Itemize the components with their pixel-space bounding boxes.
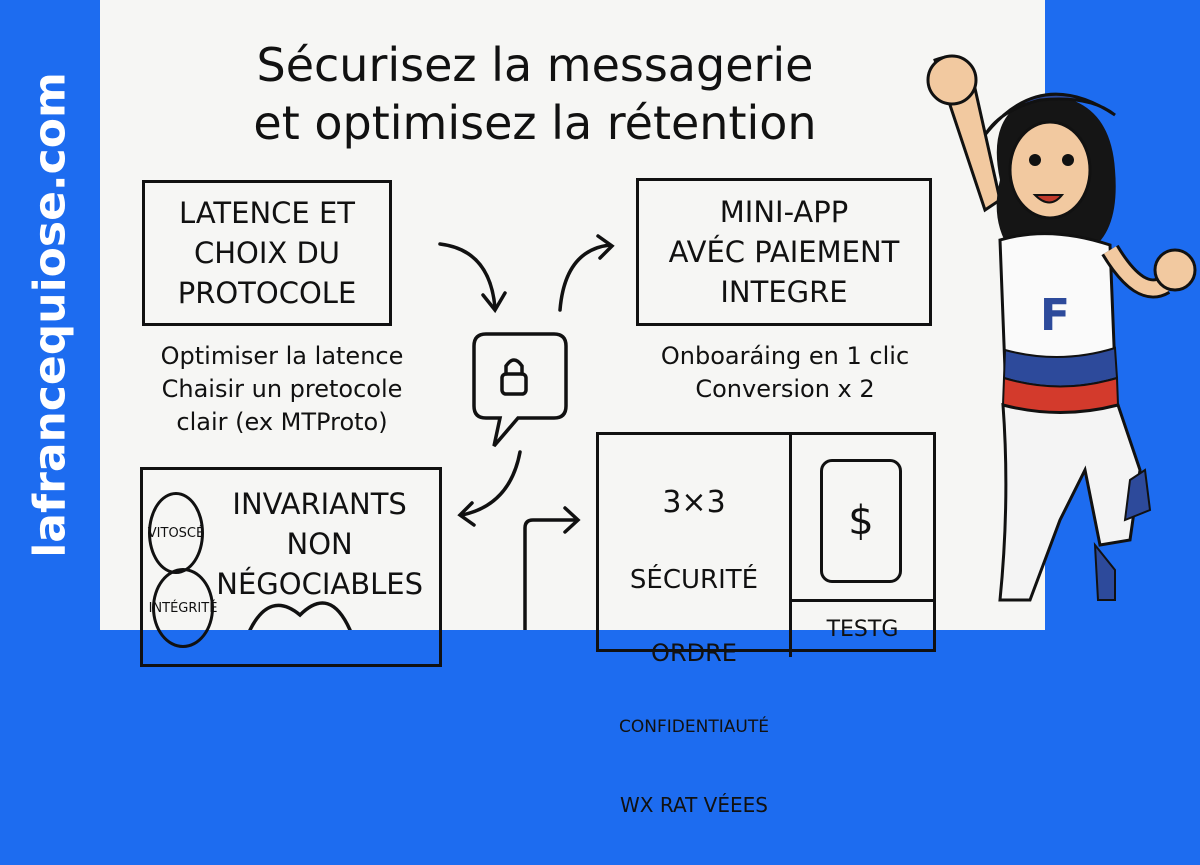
latence-note: Optimiser la latence Chaisir un pretocol… [160, 342, 404, 436]
invariants-box: INVARIANTS NON NÉGOCIABLES [140, 467, 442, 667]
miniapp-note: Onboaráing en 1 clic Conversion x 2 [660, 342, 910, 403]
arrow-down [438, 242, 497, 310]
grid-item: WX RAT VÉEES [620, 793, 768, 817]
title-line-2: et optimisez la rétention [253, 96, 817, 150]
page-title: Sécurisez la messagerie et optimisez la … [100, 36, 970, 152]
lock-chat-icon [472, 332, 568, 448]
shirt-letter: F [1040, 290, 1070, 341]
dollar-sign: $ [848, 498, 874, 544]
invariants-label: INVARIANTS NON NÉGOCIABLES [216, 487, 423, 601]
arrow-right [523, 518, 577, 630]
grid-item: ORDRE [651, 639, 737, 667]
latence-box: LATENCE ET CHOIX DU PROTOCOLE [142, 180, 392, 326]
grid-item: SÉCURITÉ [629, 565, 759, 595]
arrow-left [460, 450, 522, 517]
arrows-and-icons: F [248, 0, 1200, 630]
arrow-up-right [558, 243, 612, 312]
heart-shape [248, 601, 352, 630]
mascot-illustration: F [926, 0, 1200, 630]
title-line-1: Sécurisez la messagerie [256, 38, 814, 92]
miniapp-box: MINI-APP AVÉC PAIEMENT INTEGRE [636, 178, 932, 326]
grid-item: CONFIDENTIAUTÉ [619, 717, 769, 737]
phone-dollar-icon: $ [820, 459, 902, 583]
grid-title: 3×3 [662, 485, 726, 520]
